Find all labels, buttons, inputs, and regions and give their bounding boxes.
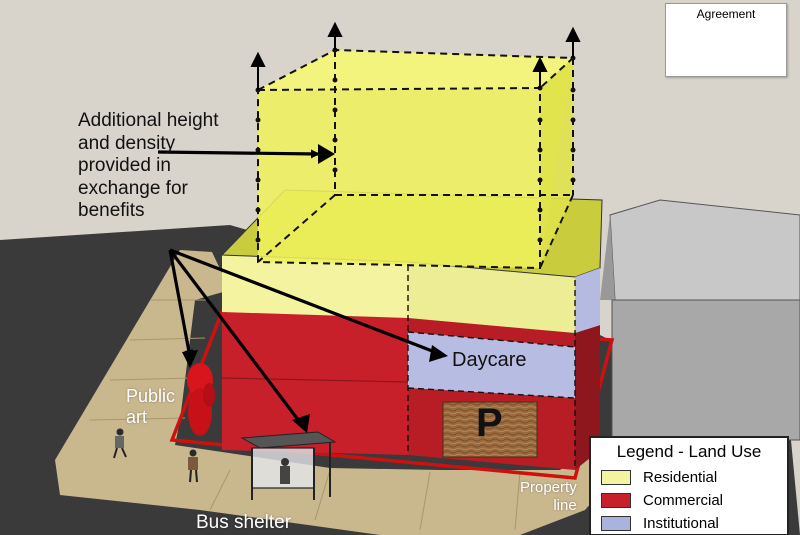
neighboring-building (600, 199, 800, 441)
legend-title: Legend - Land Use (616, 442, 762, 461)
legend-item-institutional: Institutional (601, 514, 719, 532)
callout-arrows (157, 149, 442, 427)
property-line-text: Property (520, 479, 577, 496)
callout-line: benefits (78, 200, 145, 221)
legend-item-residential: Residential (601, 468, 718, 486)
density-bonus-callout: Additional height and density provided i… (78, 110, 288, 223)
institutional-end (575, 268, 600, 333)
callout-line: and density (78, 132, 176, 154)
property-line-label: Property line (520, 479, 577, 515)
agreement-title: Agreement (696, 7, 756, 21)
legend-swatch-commercial (601, 492, 631, 508)
residential-front (222, 255, 408, 318)
legend-swatch-institutional (601, 515, 631, 531)
parking-label: P (476, 401, 503, 445)
public-art-line: art (126, 407, 148, 427)
property-line (169, 310, 615, 480)
parking-door (442, 401, 538, 458)
public-art-line: Public (126, 386, 176, 406)
institutional-side (408, 332, 575, 398)
legend-item-commercial: Commercial (601, 491, 724, 509)
bus-shelter (240, 431, 337, 500)
public-art-label: Public art (126, 386, 175, 428)
property-line-text: line (553, 497, 577, 514)
building-outline (407, 265, 576, 470)
public-art-sculpture (187, 363, 215, 436)
residential-side (408, 262, 575, 333)
commercial-front (222, 312, 408, 455)
pedestrians (113, 428, 198, 483)
daycare-label: Daycare (452, 349, 527, 371)
commercial-end (575, 325, 600, 470)
bonus-volume (250, 21, 581, 270)
callout-line: exchange for (78, 177, 188, 199)
legend: Legend - Land Use Residential Commercial… (589, 436, 789, 535)
bus-shelter-label: Bus shelter (196, 512, 292, 533)
legend-label: Commercial (643, 491, 724, 509)
legend-swatch-residential (601, 469, 631, 485)
legend-label: Institutional (643, 514, 719, 532)
callout-line: Additional height (78, 110, 219, 131)
legend-label: Residential (643, 468, 718, 486)
agreement-document: Agreement (665, 3, 787, 77)
callout-line: provided in (78, 155, 171, 176)
